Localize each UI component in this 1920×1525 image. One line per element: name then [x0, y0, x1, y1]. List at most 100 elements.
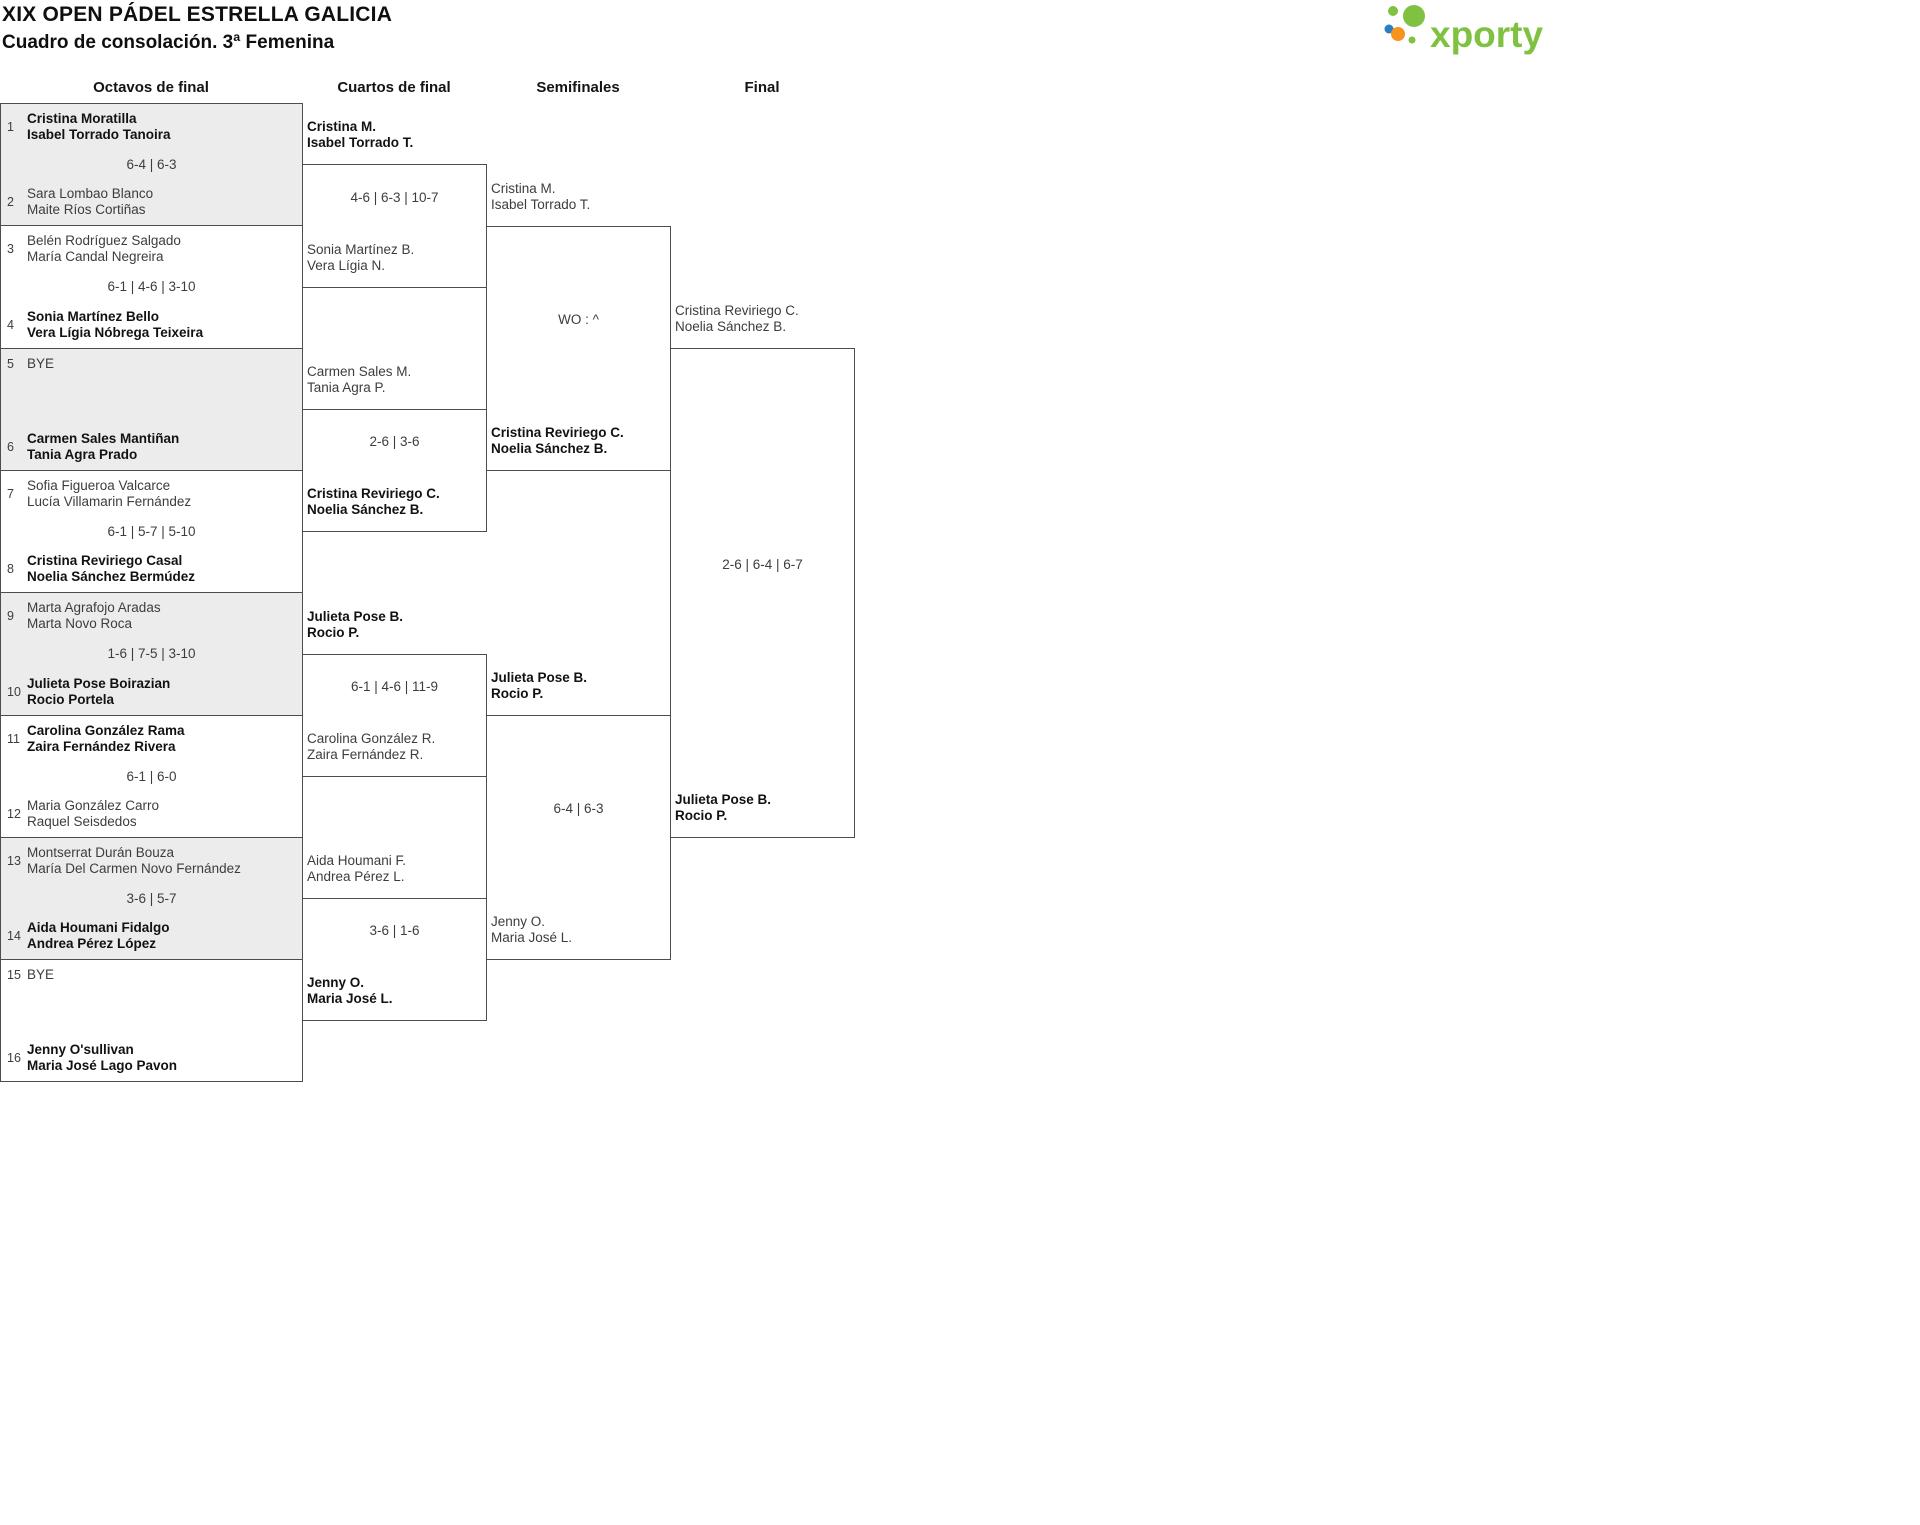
match-score: 4-6 | 6-3 | 10-7	[350, 190, 439, 205]
player-name: Montserrat Durán Bouza	[27, 845, 175, 860]
player-name: Raquel Seisdedos	[27, 814, 137, 829]
r16-match-box: 9 Marta Agrafojo Aradas Marta Novo Roca …	[0, 592, 303, 716]
team-slot: 7 Sofia Figueroa Valcarce Lucía Villamar…	[7, 478, 298, 510]
player-name: Andrea Pérez López	[27, 936, 157, 951]
seed-number: 15	[7, 968, 21, 982]
match-score: 6-1 | 4-6 | 11-9	[350, 679, 439, 694]
xporty-logo-mark: xporty	[1384, 5, 1544, 55]
team-slot: 15 BYE	[7, 967, 298, 983]
seed-number: 8	[7, 562, 14, 576]
player-name: Sofia Figueroa Valcarce	[27, 478, 171, 493]
match-score: 3-6 | 5-7	[126, 891, 177, 906]
qf-team-top: Julieta Pose B. Rocio P.	[307, 609, 403, 641]
player-name: Maria José Lago Pavon	[27, 1058, 178, 1073]
seed-number: 11	[7, 732, 20, 746]
match-score: WO : ^	[558, 312, 599, 327]
player-name: Zaira Fernández R.	[307, 747, 424, 762]
player-name: Maria José L.	[491, 930, 573, 945]
r16-match-box: 11 Carolina González Rama Zaira Fernánde…	[0, 715, 303, 838]
round-header-octavos: Octavos de final	[93, 79, 209, 96]
team-slot: 2 Sara Lombao Blanco Maite Ríos Cortiñas	[7, 186, 298, 218]
player-name: Carmen Sales M.	[307, 364, 412, 379]
player-name: Marta Agrafojo Aradas	[27, 600, 161, 615]
r16-match-box: 15 BYE 16 Jenny O'sullivan Maria José La…	[0, 959, 303, 1082]
match-score: 6-1 | 4-6 | 3-10	[107, 279, 196, 294]
match-score: 2-6 | 3-6	[369, 434, 420, 449]
team-names: Carolina González Rama Zaira Fernández R…	[27, 723, 185, 755]
player-name: Jenny O'sullivan	[27, 1042, 134, 1057]
team-names: BYE	[27, 356, 54, 372]
team-slot: 5 BYE	[7, 356, 298, 372]
player-name: Marta Novo Roca	[27, 616, 133, 631]
team-names: BYE	[27, 967, 54, 983]
team-names: Marta Agrafojo Aradas Marta Novo Roca	[27, 600, 161, 632]
player-name: Rocio P.	[491, 686, 544, 701]
player-name: Cristina Reviriego C.	[675, 303, 799, 318]
qf-team-top: Cristina M. Isabel Torrado T.	[307, 119, 413, 151]
team-names: Carmen Sales Mantiñan Tania Agra Prado	[27, 431, 179, 463]
team-slot: 9 Marta Agrafojo Aradas Marta Novo Roca	[7, 600, 298, 632]
player-name: Cristina Reviriego C.	[307, 486, 440, 501]
round-header-cuartos: Cuartos de final	[337, 79, 451, 96]
player-name: Jenny O.	[307, 975, 365, 990]
sf-team-top: Cristina M. Isabel Torrado T.	[491, 181, 590, 213]
logo-dot	[1408, 36, 1416, 44]
player-name: Cristina M.	[491, 181, 556, 196]
r16-match-box: 5 BYE 6 Carmen Sales Mantiñan Tania Agra…	[0, 348, 303, 471]
player-name: María Candal Negreira	[27, 249, 164, 264]
qf-team-bottom: Cristina Reviriego C. Noelia Sánchez B.	[307, 486, 440, 518]
seed-number: 14	[7, 929, 21, 943]
sf-team-bottom: Jenny O. Maria José L.	[491, 914, 572, 946]
seed-number: 13	[7, 854, 21, 868]
team-slot: 1 Cristina Moratilla Isabel Torrado Tano…	[7, 111, 298, 143]
player-name: Sara Lombao Blanco	[27, 186, 154, 201]
player-name: Carolina González R.	[307, 731, 436, 746]
sf-team-top: Julieta Pose B. Rocio P.	[491, 670, 587, 702]
team-names: Aida Houmani Fidalgo Andrea Pérez López	[27, 920, 170, 952]
logo-dot	[1388, 6, 1398, 16]
player-name: Vera Lígia N.	[307, 258, 386, 273]
team-slot: 11 Carolina González Rama Zaira Fernánde…	[7, 723, 298, 755]
team-slot: 12 Maria González Carro Raquel Seisdedos	[7, 798, 298, 830]
page-subtitle: Cuadro de consolación. 3ª Femenina	[2, 32, 335, 53]
seed-number: 5	[7, 357, 14, 371]
seed-number: 1	[7, 120, 14, 134]
player-name: Tania Agra P.	[307, 380, 386, 395]
xporty-logo: xporty	[1383, 2, 1555, 62]
player-name: Sonia Martínez Bello	[27, 309, 160, 324]
player-name: Julieta Pose B.	[307, 609, 404, 624]
team-names: Sara Lombao Blanco Maite Ríos Cortiñas	[27, 186, 153, 218]
r16-match-box: 13 Montserrat Durán Bouza María Del Carm…	[0, 837, 303, 960]
player-name: Vera Lígia Nóbrega Teixeira	[27, 325, 204, 340]
team-slot: 13 Montserrat Durán Bouza María Del Carm…	[7, 845, 298, 877]
player-name: Aida Houmani Fidalgo	[27, 920, 170, 935]
player-name: Aida Houmani F.	[307, 853, 407, 868]
round-header-semifinales: Semifinales	[536, 79, 620, 96]
seed-number: 12	[7, 807, 21, 821]
player-name: Isabel Torrado T.	[307, 135, 414, 150]
player-name: Andrea Pérez L.	[307, 869, 405, 884]
r16-match-box: 7 Sofia Figueroa Valcarce Lucía Villamar…	[0, 470, 303, 593]
team-slot: 10 Julieta Pose Boirazian Rocio Portela	[7, 676, 298, 708]
player-name: Rocio P.	[307, 625, 360, 640]
seed-number: 6	[7, 440, 14, 454]
round-header-final: Final	[744, 79, 780, 96]
match-score: 1-6 | 7-5 | 3-10	[107, 646, 196, 661]
seed-number: 16	[7, 1051, 21, 1065]
team-names: Maria González Carro Raquel Seisdedos	[27, 798, 159, 830]
sf-team-bottom: Cristina Reviriego C. Noelia Sánchez B.	[491, 425, 624, 457]
team-slot: 3 Belén Rodríguez Salgado María Candal N…	[7, 233, 298, 265]
qf-team-top: Aida Houmani F. Andrea Pérez L.	[307, 853, 406, 885]
logo-dot	[1391, 27, 1405, 41]
logo-dot	[1403, 5, 1425, 27]
team-names: Cristina Reviriego Casal Noelia Sánchez …	[27, 553, 195, 585]
seed-number: 10	[7, 685, 21, 699]
player-name: Carolina González Rama	[27, 723, 185, 738]
player-name: Cristina Moratilla	[27, 111, 137, 126]
player-name: Rocio Portela	[27, 692, 115, 707]
seed-number: 2	[7, 195, 14, 209]
qf-team-bottom: Sonia Martínez B. Vera Lígia N.	[307, 242, 414, 274]
player-name: Zaira Fernández Rivera	[27, 739, 176, 754]
match-score: 6-1 | 6-0	[126, 769, 177, 784]
player-name: Sonia Martínez B.	[307, 242, 415, 257]
